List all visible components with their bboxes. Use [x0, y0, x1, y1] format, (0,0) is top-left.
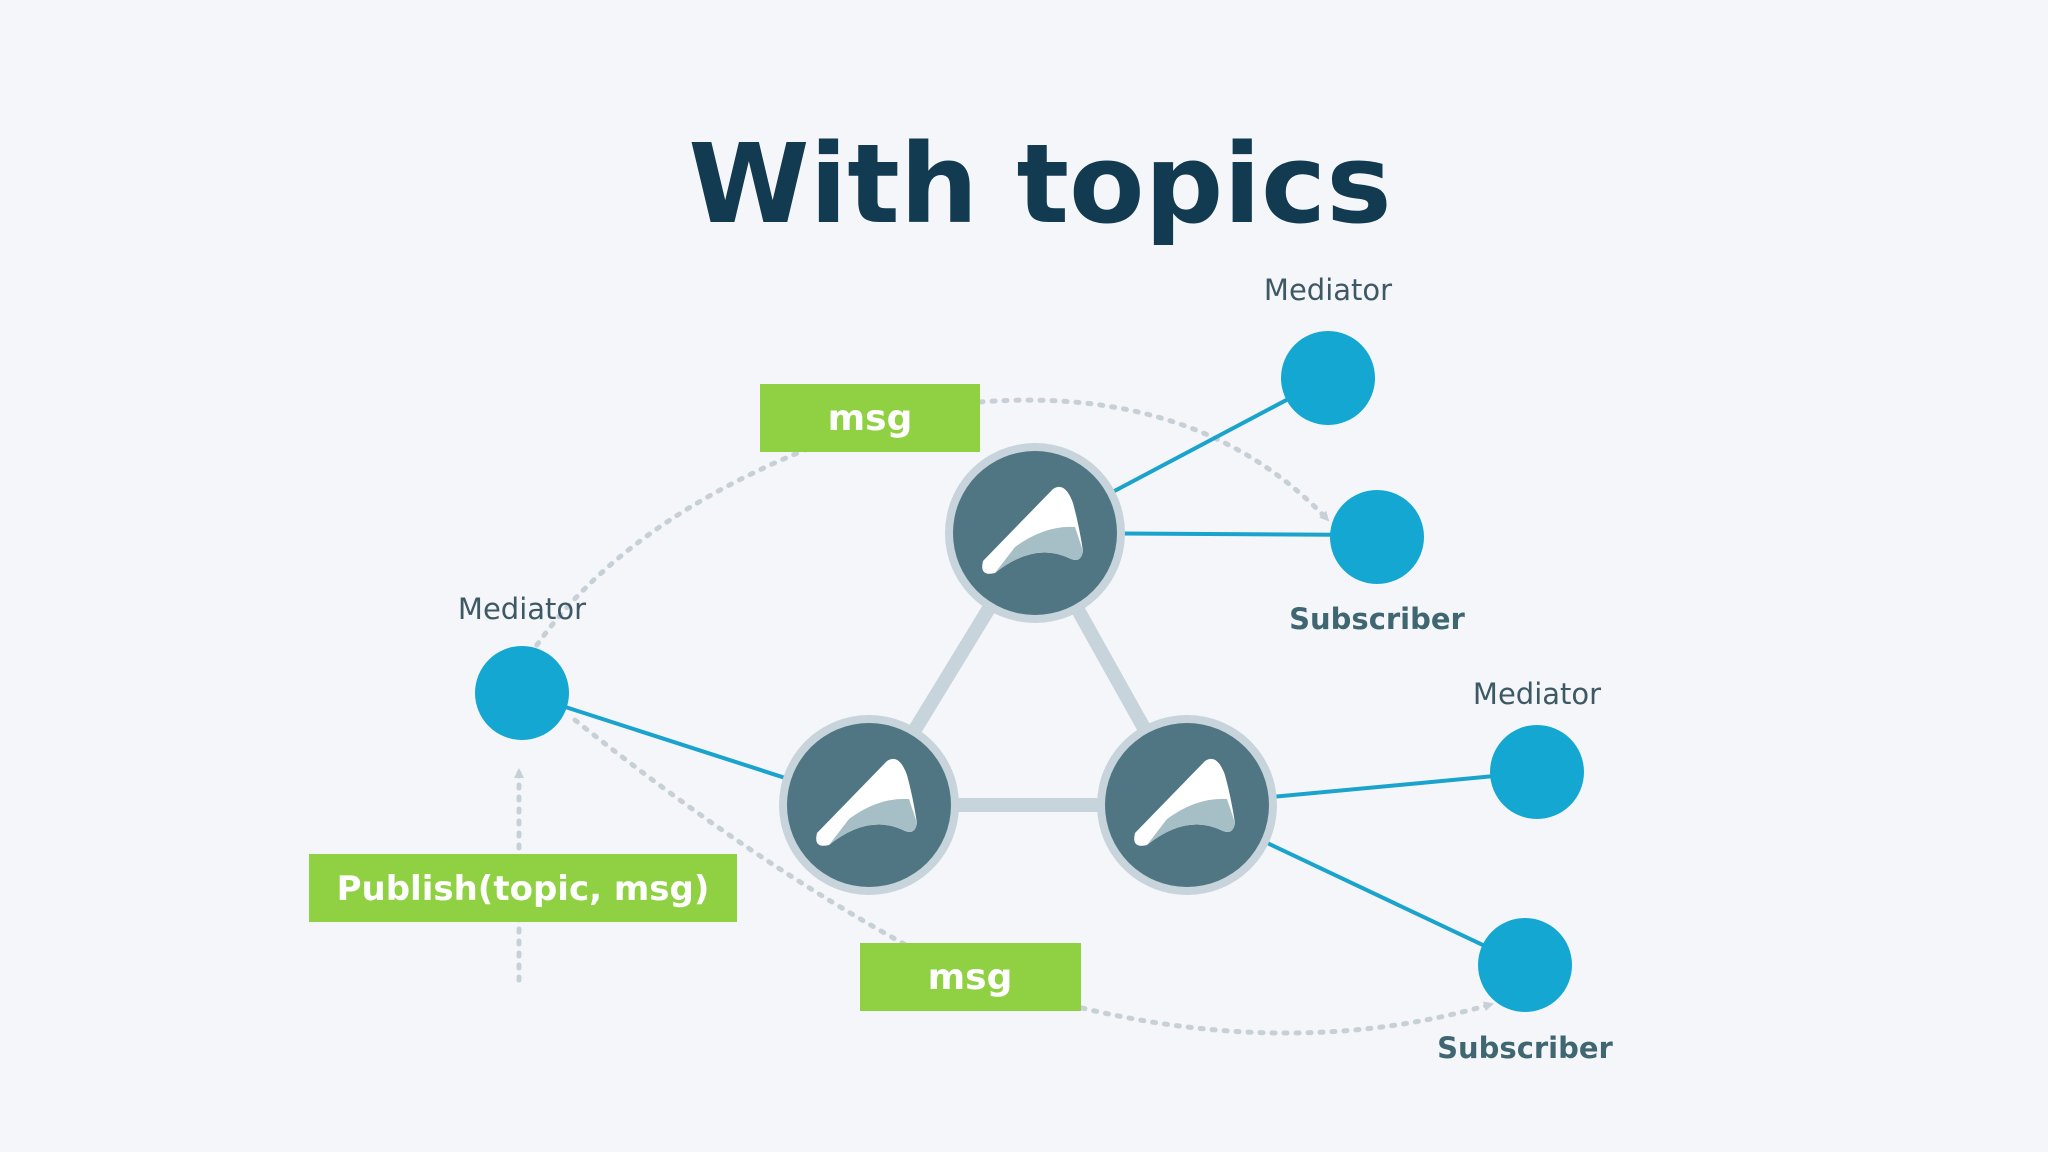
message-paths	[514, 397, 1495, 1036]
msg-box-top-text: msg	[828, 398, 913, 439]
mediator-label-top: Mediator	[1264, 273, 1392, 307]
dotted-path-msg-bottom-to-subscriber	[1079, 1001, 1495, 1036]
dotted-path-mediator-to-msg-bottom	[572, 717, 918, 953]
subscriber-node-bottom	[1478, 918, 1572, 1012]
mediator-label-right: Mediator	[1473, 677, 1601, 711]
mediator-node-right	[1490, 725, 1584, 819]
hub-node-left	[779, 715, 959, 895]
msg-box-bottom: msg	[860, 943, 1081, 1011]
msg-box-top: msg	[760, 384, 980, 452]
subscriber-label-top: Subscriber	[1289, 602, 1465, 636]
subscriber-label-bottom: Subscriber	[1437, 1031, 1613, 1065]
mediator-label-left: Mediator	[458, 592, 586, 626]
mediator-node-top	[1281, 331, 1375, 425]
hub-node-right	[1097, 715, 1277, 895]
subscriber-node-top	[1330, 490, 1424, 584]
dotted-path-mediator-to-msg-top	[527, 437, 833, 658]
msg-box-bottom-text: msg	[928, 957, 1013, 998]
publish-box: Publish(topic, msg)	[309, 854, 737, 922]
mediator-node-left	[475, 646, 569, 740]
page-title: With topics	[688, 120, 1392, 248]
hub-node-top	[945, 443, 1125, 623]
publish-box-text: Publish(topic, msg)	[337, 869, 710, 909]
